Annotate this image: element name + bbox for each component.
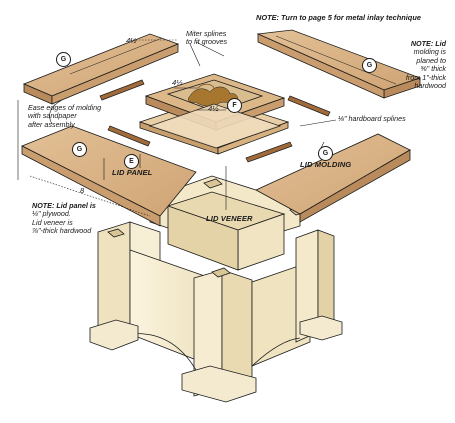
note-lid-molding: NOTE: Lid molding is planed to ⅝" thick … bbox=[372, 39, 446, 91]
box-foot-left bbox=[89, 319, 139, 351]
hardboard-splines bbox=[99, 79, 331, 163]
dimension-molding-width: 4½ bbox=[126, 36, 137, 45]
note-lid-molding-line-4: from 1"-thick bbox=[405, 72, 446, 82]
note-lid-panel-line-1: ¼" plywood. bbox=[32, 209, 71, 219]
molding-lower-left bbox=[21, 125, 197, 227]
note-ease-line-2: with sandpaper bbox=[28, 111, 77, 121]
dimension-veneer-width-b: 4½ bbox=[208, 104, 219, 113]
note-splines-line-1: Miter splines bbox=[186, 29, 227, 38]
label-lid-molding: LID MOLDING bbox=[300, 160, 352, 169]
callout-e: E bbox=[124, 154, 139, 169]
note-lid-molding-title: NOTE: Lid bbox=[410, 39, 446, 48]
callout-g-top-right: G bbox=[362, 58, 377, 73]
note-lid-panel-line-2: Lid veneer is bbox=[32, 217, 73, 227]
lid-stack bbox=[138, 73, 290, 155]
molding-lower-right bbox=[255, 133, 411, 223]
dimension-veneer-width-a: 4½ bbox=[172, 78, 183, 87]
box-foot-right bbox=[299, 315, 343, 341]
label-lid-panel: LID PANEL bbox=[112, 168, 153, 177]
note-lid-panel-title: NOTE: Lid panel is bbox=[32, 201, 96, 210]
callout-g-top-left: G bbox=[56, 52, 71, 67]
box-front-right-face bbox=[251, 261, 311, 367]
callout-g-lower-right: G bbox=[318, 146, 333, 161]
callout-g-lower-left: G bbox=[72, 142, 87, 157]
note-lid-molding-line-3: ⅝" thick bbox=[420, 64, 446, 74]
note-splines: Miter splines to fit grooves bbox=[186, 29, 266, 47]
leader-lines bbox=[17, 39, 337, 217]
note-lid-panel: NOTE: Lid panel is ¼" plywood. Lid venee… bbox=[32, 201, 124, 236]
note-lid-molding-line-2: planed to bbox=[416, 55, 446, 65]
note-ease-line-1: Ease edges of molding bbox=[28, 103, 102, 112]
molding-top-right bbox=[256, 29, 422, 99]
box-foot-center bbox=[181, 365, 257, 403]
note-lid-panel-line-3: ⅞"-thick hardwood bbox=[32, 226, 92, 236]
dimension-panel-length: 8 bbox=[80, 186, 85, 195]
note-hardboard-splines: ⅛" hardboard splines bbox=[338, 114, 406, 123]
note-lid-molding-line-1: molding is bbox=[413, 47, 446, 57]
base-box bbox=[89, 175, 343, 403]
note-ease-line-3: after assembly bbox=[28, 119, 75, 129]
note-metal-inlay: NOTE: Turn to page 5 for metal inlay tec… bbox=[256, 13, 421, 22]
note-ease-edges: Ease edges of molding with sandpaper aft… bbox=[28, 103, 118, 129]
label-lid-veneer: LID VENEER bbox=[206, 214, 253, 223]
note-lid-molding-line-5: hardwood bbox=[414, 81, 446, 91]
callout-f: F bbox=[227, 98, 242, 113]
molding-top-left bbox=[22, 33, 180, 105]
note-splines-line-2: to fit grooves bbox=[186, 37, 228, 47]
